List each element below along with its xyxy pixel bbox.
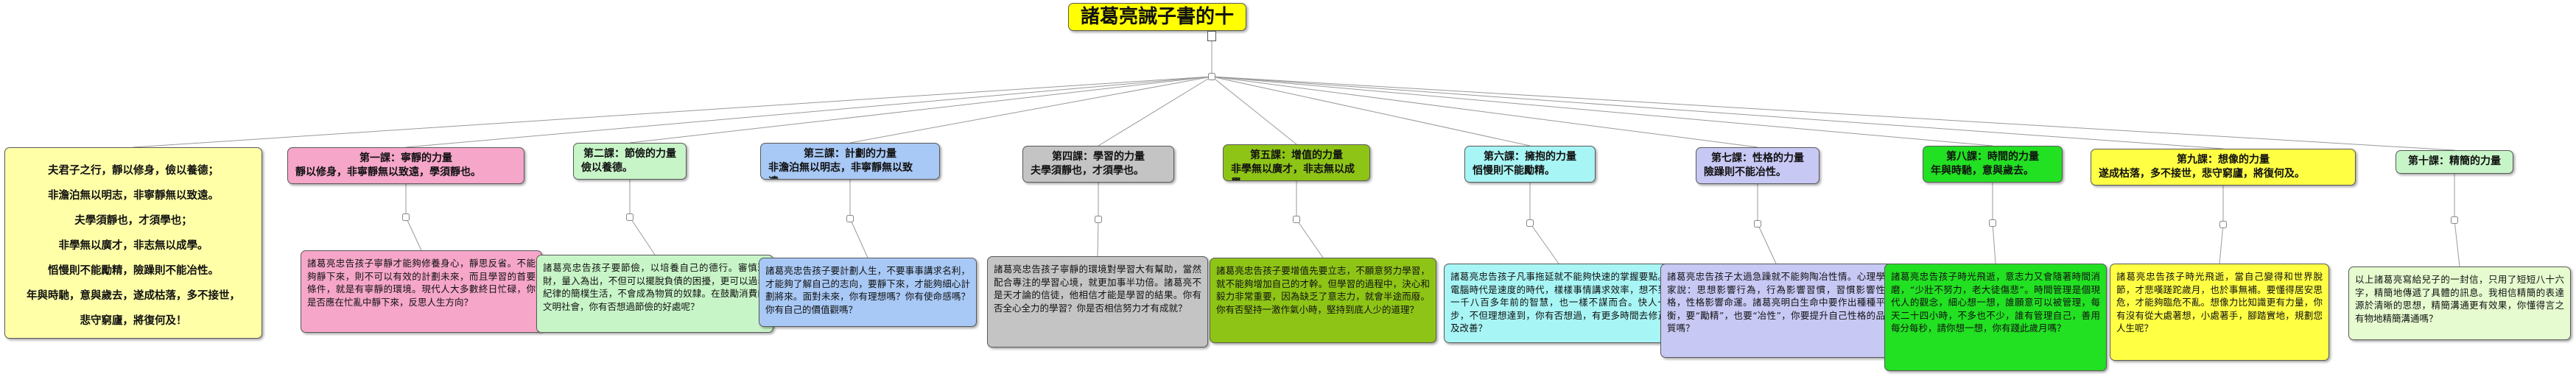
lesson-2-node[interactable]: 第二課：節儉的力量儉以養德。: [573, 143, 687, 180]
lesson-5-collapse-handle[interactable]: [1293, 216, 1300, 223]
intro-line-3: 夫學須靜也，才須學也；: [74, 214, 192, 227]
child-line-detail-6: [1529, 222, 1559, 264]
child-line-detail-2: [629, 216, 656, 255]
lesson-2-title: 第二課：節儉的力量: [583, 148, 676, 160]
branch-line-lesson-10: [1211, 76, 2455, 151]
lesson-8-title: 第八課：時間的力量: [1946, 151, 2039, 163]
child-line-detail-7: [1757, 223, 1777, 264]
lesson-2-collapse-handle[interactable]: [626, 214, 634, 221]
lesson-10-collapse-handle[interactable]: [2451, 216, 2458, 224]
intro-line-7: 悲守窮廬，將復何及！: [80, 314, 187, 327]
root-expand-handle[interactable]: [1207, 31, 1216, 41]
lesson-6-detail[interactable]: 諸葛亮忠告孩子凡事拖延就不能夠快速的掌握要點。電腦時代是速度的時代，樣樣事情講求…: [1444, 264, 1674, 343]
child-line-detail-10: [2454, 219, 2460, 267]
lesson-5-subtitle: 非學無以廣才，非志無以成學。: [1231, 163, 1355, 180]
intro-line-4: 非學無以廣才，非志無以成學。: [58, 239, 208, 252]
root-title: 諸葛亮誡子書的十項功課: [1080, 6, 1234, 28]
child-line-detail-5: [1296, 219, 1324, 258]
lesson-1-collapse-handle[interactable]: [402, 214, 410, 221]
branch-line-lesson-7: [1211, 76, 1758, 148]
lesson-3-subtitle: 非澹泊無以明志，非寧靜無以致遠。: [768, 162, 913, 179]
branch-line-lesson-3: [849, 76, 1212, 144]
lesson-2-detail[interactable]: 諸葛亮忠告孩子要節儉，以培養自己的德行。審慎理財，量入為出，不但可以擺脫負債的困…: [536, 255, 773, 333]
lesson-1-subtitle: 靜以修身，非寧靜無以致遠，學須靜也。: [295, 166, 481, 178]
lesson-2-subtitle: 儉以養德。: [581, 162, 633, 174]
lesson-9-title: 第九課：想像的力量: [2177, 154, 2270, 166]
lesson-3-collapse-handle[interactable]: [846, 215, 854, 222]
branch-line-intro: [133, 76, 1212, 148]
lesson-9-node[interactable]: 第九課：想像的力量遂成枯落，多不接世，悲守窮廬，將復何及。: [2091, 149, 2356, 186]
lesson-7-title: 第七課：性格的力量: [1711, 152, 1804, 164]
lesson-1-node[interactable]: 第一課：寧靜的力量靜以修身，非寧靜無以致遠，學須靜也。: [287, 147, 524, 184]
lesson-4-node[interactable]: 第四課：學習的力量夫學須靜也，才須學也。: [1022, 146, 1174, 183]
lesson-10-detail[interactable]: 以上諸葛亮寫給兒子的一封信，只用了短短八十六字，精簡地傳遞了具體的訊息。我相信精…: [2348, 267, 2571, 340]
child-line-detail-1: [405, 216, 422, 251]
lesson-8-subtitle: 年與時馳，意與歲去。: [1931, 165, 2034, 177]
lesson-4-detail[interactable]: 諸葛亮忠告孩子寧靜的環境對學習大有幫助，當然配合專注的學習心境，就更加事半功倍。…: [987, 256, 1208, 347]
lesson-5-detail[interactable]: 諸葛亮忠告孩子要增值先要立志，不願意努力學習，就不能夠增加自己的才幹。但學習的過…: [1210, 258, 1436, 343]
intro-line-5: 慆慢則不能勵精，險躁則不能冶性。: [48, 264, 219, 277]
lesson-7-detail[interactable]: 諸葛亮忠告孩子太過急躁就不能夠陶冶性情。心理學家說：思想影響行為，行為影響習慣，…: [1660, 264, 1892, 358]
lesson-1-detail[interactable]: 諸葛亮忠告孩子寧靜才能夠修養身心，靜思反省。不能夠靜下來，則不可以有效的計劃未來…: [301, 250, 542, 333]
intro-line-2: 非澹泊無以明志，非寧靜無以致遠。: [48, 189, 219, 202]
lesson-7-subtitle: 險躁則不能冶性。: [1704, 166, 1786, 178]
lesson-8-collapse-handle[interactable]: [1989, 219, 1996, 227]
lesson-10-node[interactable]: 第十課：精簡的力量: [2396, 150, 2513, 174]
hub-collapse-handle[interactable]: [1208, 73, 1215, 80]
intro-line-1: 夫君子之行，靜以修身，儉以養德；: [48, 164, 219, 177]
intro-passage-node[interactable]: 夫君子之行，靜以修身，儉以養德； 非澹泊無以明志，非寧靜無以致遠。 夫學須靜也，…: [4, 147, 262, 339]
lesson-9-subtitle: 遂成枯落，多不接世，悲守窮廬，將復何及。: [2099, 168, 2305, 180]
root-topic[interactable]: 諸葛亮誡子書的十項功課: [1068, 3, 1246, 31]
child-line-detail-8: [1992, 222, 1996, 264]
intro-line-6: 年與時馳，意與歲去，遂成枯落，多不接世，: [27, 289, 240, 302]
lesson-6-title: 第六課：擁抱的力量: [1484, 151, 1576, 163]
branch-line-lesson-9: [1211, 76, 2224, 149]
lesson-1-title: 第一課：寧靜的力量: [359, 152, 452, 164]
lesson-7-node[interactable]: 第七課：性格的力量險躁則不能冶性。: [1696, 147, 1819, 184]
lesson-5-title: 第五課：增值的力量: [1250, 149, 1343, 161]
branch-line-lesson-6: [1211, 76, 1531, 147]
lesson-4-title: 第四課：學習的力量: [1052, 151, 1145, 163]
lesson-4-collapse-handle[interactable]: [1095, 216, 1102, 223]
child-line-detail-3: [849, 218, 868, 258]
branch-line-lesson-1: [405, 76, 1212, 148]
child-line-detail-9: [2219, 224, 2224, 264]
lesson-9-collapse-handle[interactable]: [2219, 221, 2227, 228]
branch-line-lesson-4: [1098, 76, 1212, 147]
branch-line-lesson-2: [629, 76, 1212, 144]
lesson-6-node[interactable]: 第六課：擁抱的力量慆慢則不能勵精。: [1464, 146, 1596, 183]
lesson-8-node[interactable]: 第八課：時間的力量年與時馳，意與歲去。: [1923, 146, 2063, 183]
lesson-6-collapse-handle[interactable]: [1526, 219, 1534, 227]
lesson-9-detail[interactable]: 諸葛亮忠告孩子時光飛逝，當自己變得和世界脫節，才悲嘆蹉跎歲月，也於事無補。要懂得…: [2110, 264, 2329, 361]
lesson-10-title: 第十課：精簡的力量: [2408, 155, 2501, 167]
lesson-7-collapse-handle[interactable]: [1754, 220, 1761, 227]
lesson-4-subtitle: 夫學須靜也，才須學也。: [1031, 165, 1144, 177]
lesson-3-detail[interactable]: 諸葛亮忠告孩子要計劃人生，不要事事講求名利，才能夠了解自己的志向，要靜下來，才能…: [759, 258, 977, 327]
lesson-3-title: 第三課：計劃的力量: [804, 148, 896, 160]
branch-line-lesson-8: [1211, 76, 1993, 147]
branch-line-lesson-5: [1211, 76, 1297, 145]
lesson-6-subtitle: 慆慢則不能勵精。: [1473, 165, 1555, 177]
lesson-8-detail[interactable]: 諸葛亮忠告孩子時光飛逝，意志力又會隨著時間消磨，“少壯不努力，老大徒傷悲”。時間…: [1884, 264, 2107, 371]
